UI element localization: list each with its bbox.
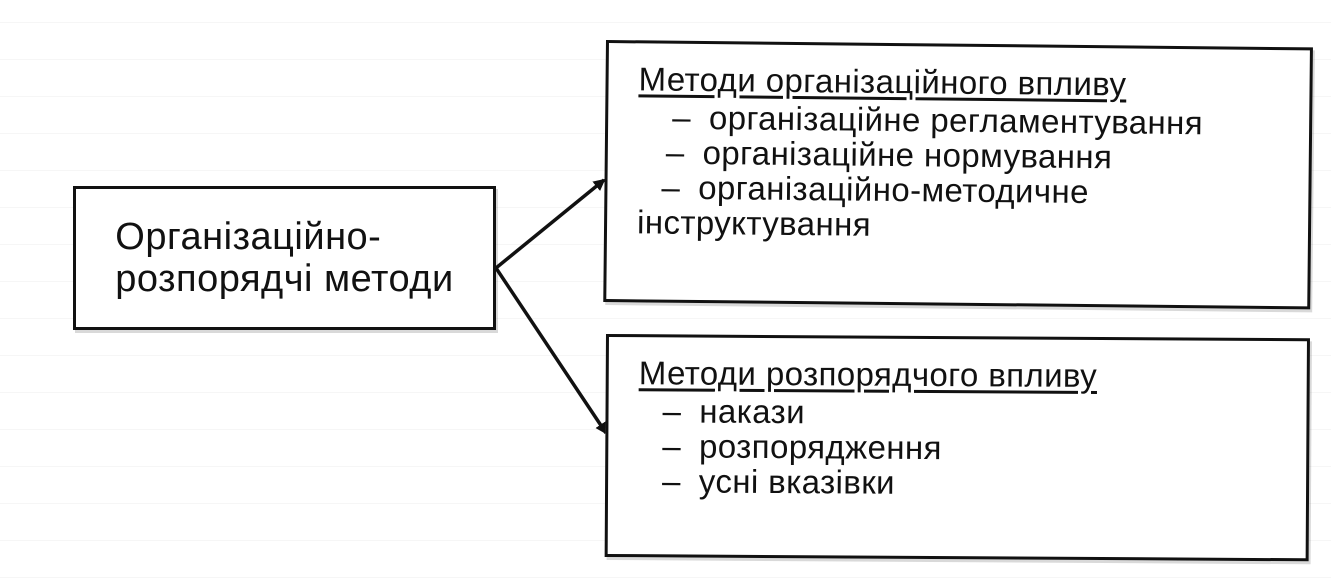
list-item-label: усні вказівки (698, 462, 896, 501)
list-item: –усні вказівки (638, 462, 1296, 502)
dash-marker: – (665, 133, 685, 171)
dash-marker: – (661, 168, 681, 206)
arrow-to-dispositive-methods (494, 267, 608, 435)
source-label-line-2: розпорядчі методи (115, 258, 454, 300)
dispositive-methods-title: Методи розпорядчого впливу (638, 354, 1098, 395)
organizational-methods-title: Методи організаційного впливу (638, 60, 1127, 103)
organizational-methods-content: Методи організаційного впливу –організац… (636, 60, 1300, 246)
source-box-organizational-dispositive-methods: Організаційно- розпорядчі методи (73, 186, 496, 330)
organizational-methods-box: Методи організаційного впливу –організац… (603, 40, 1313, 310)
list-item: –накази (638, 392, 1296, 432)
dispositive-methods-box: Методи розпорядчого впливу –накази –розп… (604, 334, 1310, 562)
list-item-continuation: інструктування (636, 203, 872, 243)
list-item-label: накази (699, 392, 806, 431)
list-item-label: розпорядження (698, 427, 942, 467)
dash-marker: – (661, 462, 681, 500)
dash-marker: – (662, 427, 682, 465)
source-label-line-1: Організаційно- (115, 216, 382, 258)
dispositive-methods-content: Методи розпорядчого впливу –накази –розп… (638, 354, 1297, 502)
list-item: –розпорядження (638, 427, 1296, 467)
source-box-label: Організаційно- розпорядчі методи (115, 216, 453, 300)
arrow-to-organizational-methods (494, 178, 606, 270)
dash-marker: – (662, 392, 682, 430)
dash-marker: – (672, 98, 692, 136)
